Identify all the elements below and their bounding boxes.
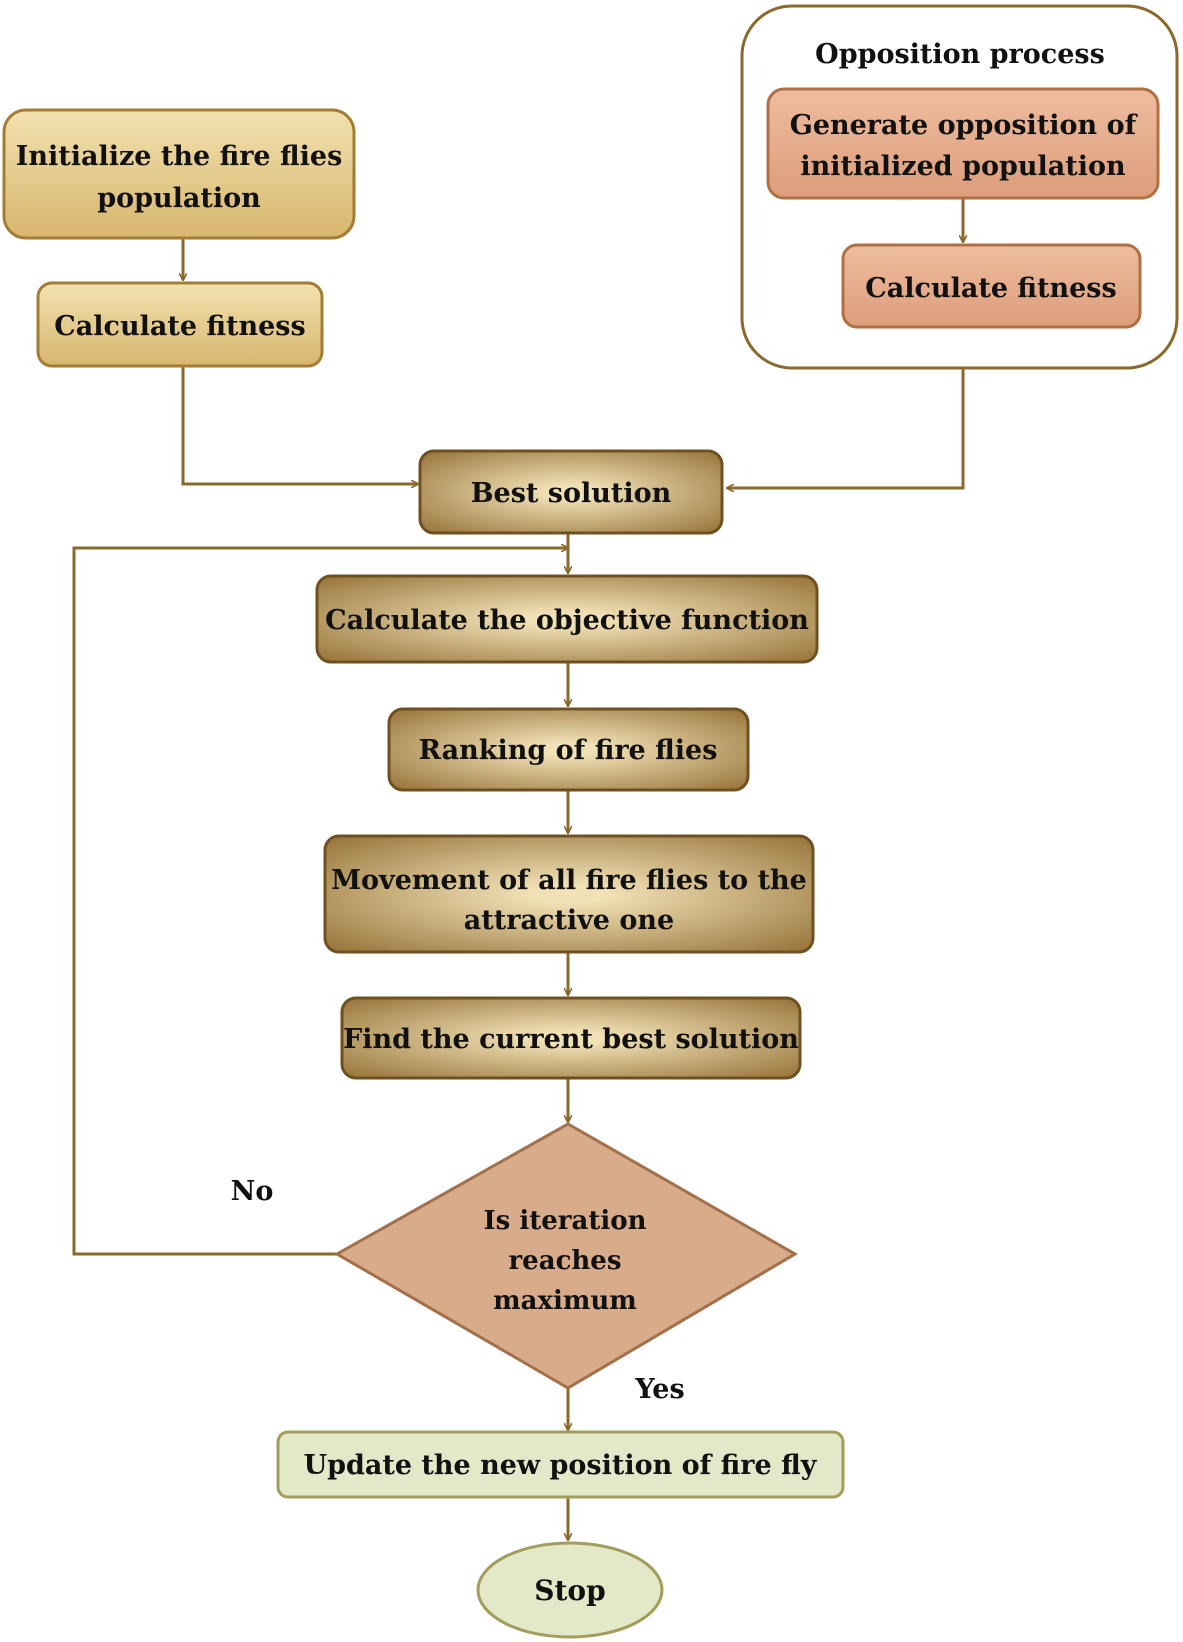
ranking-label: Ranking of fire flies	[419, 735, 718, 766]
ranking-box	[387, 707, 750, 792]
node-calculate-objective: Calculate the objective function	[315, 574, 819, 664]
node-update-position: Update the new position of fire fly	[276, 1430, 845, 1499]
edges	[72, 198, 965, 1540]
calculate-fitness-right-box	[841, 243, 1142, 329]
calculate-fitness-left-label: Calculate fitness	[54, 311, 305, 342]
movement-label-line2: attractive one	[464, 905, 674, 936]
edge-label-yes: Yes	[634, 1374, 684, 1405]
node-initialize-population: Initialize the fire flies population	[2, 108, 356, 240]
decision-label-line2: reaches	[508, 1246, 621, 1276]
edge-opposition-to-best	[727, 368, 965, 488]
decision-label-line3: maximum	[493, 1286, 637, 1316]
generate-opposition-label-line2: initialized population	[800, 151, 1126, 182]
best-solution-label: Best solution	[471, 478, 672, 509]
node-decision: Is iteration reaches maximum	[333, 1122, 798, 1390]
generate-opposition-box	[766, 87, 1160, 200]
node-ranking: Ranking of fire flies	[387, 707, 750, 792]
current-best-box	[340, 996, 802, 1080]
stop-label: Stop	[534, 1574, 605, 1607]
decision-diamond	[333, 1122, 798, 1390]
movement-box	[323, 834, 815, 954]
current-best-label: Find the current best solution	[343, 1024, 799, 1055]
node-current-best: Find the current best solution	[340, 996, 802, 1080]
node-stop: Stop	[476, 1541, 664, 1639]
best-solution-box	[418, 449, 724, 535]
node-generate-opposition: Generate opposition of initialized popul…	[766, 87, 1160, 200]
initialize-population-box	[2, 108, 356, 240]
node-calculate-fitness-left: Calculate fitness	[36, 281, 324, 368]
stop-ellipse	[476, 1541, 664, 1639]
node-calculate-fitness-right: Calculate fitness	[841, 243, 1142, 329]
node-best-solution: Best solution	[418, 449, 724, 535]
update-position-label: Update the new position of fire fly	[304, 1450, 818, 1481]
opposition-group-title: Opposition process	[815, 39, 1105, 70]
edge-decision-no-loop	[72, 548, 568, 1256]
movement-label-line1: Movement of all fire flies to the	[331, 865, 807, 896]
edge-fitness-to-best	[181, 366, 418, 484]
decision-label-line1: Is iteration	[484, 1206, 647, 1236]
update-position-box	[276, 1430, 845, 1499]
calculate-objective-label: Calculate the objective function	[325, 605, 809, 636]
initialize-population-label-line1: Initialize the fire flies	[16, 141, 343, 172]
calculate-fitness-right-label: Calculate fitness	[865, 273, 1116, 304]
calculate-fitness-left-box	[36, 281, 324, 368]
node-movement: Movement of all fire flies to the attrac…	[323, 834, 815, 954]
edge-label-no: No	[231, 1176, 274, 1207]
initialize-population-label-line2: population	[97, 183, 261, 214]
calculate-objective-box	[315, 574, 819, 664]
generate-opposition-label-line1: Generate opposition of	[790, 110, 1139, 141]
